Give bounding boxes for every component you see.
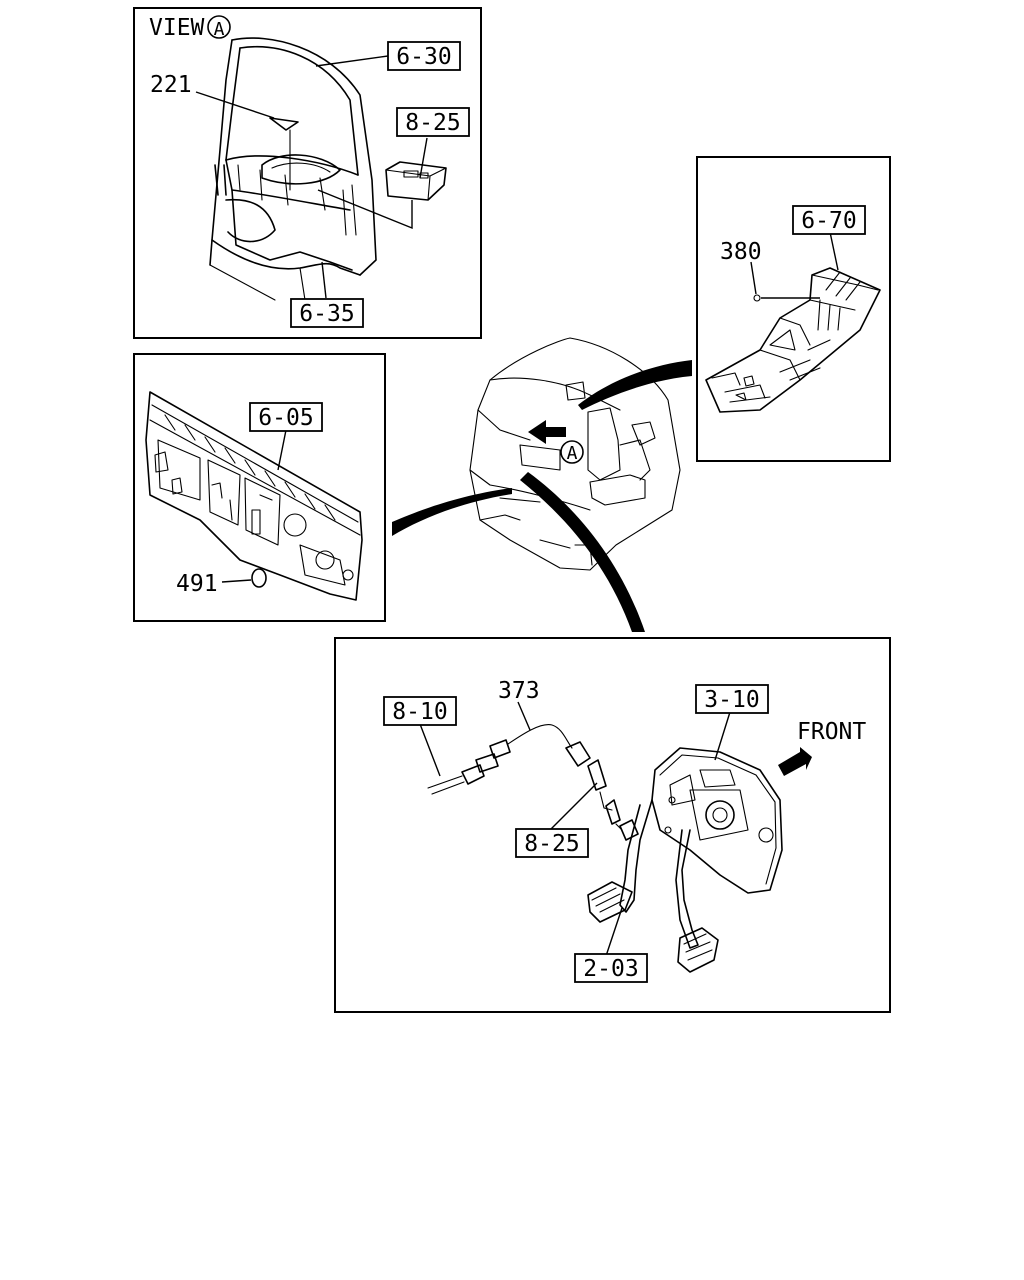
ref-6-35-label: 6-35: [299, 301, 354, 327]
panel-pedal-assembly: FRONT 373 8-10 3-10 8-25 2-03: [334, 637, 891, 1013]
part-491-grommet: [251, 568, 267, 588]
callout-swoosh-pedal: [520, 472, 645, 632]
ref-box-6-30: [387, 41, 461, 71]
panel-floor-cover: 380 6-70: [696, 156, 891, 462]
ref-box-2-03: [574, 953, 648, 983]
front-direction-arrow: [778, 747, 812, 776]
ref-2-03-label: 2-03: [583, 956, 638, 982]
cab-interior-drawing: [209, 37, 377, 301]
view-marker-circle: [207, 15, 231, 39]
ref-6-30-label: 6-30: [396, 44, 451, 70]
ref-box-6-05: [249, 402, 323, 432]
part-380-clip: [753, 294, 761, 302]
ref-box-8-10: [383, 696, 457, 726]
ref-8-25-top-label: 8-25: [405, 110, 460, 136]
view-label: VIEW: [149, 15, 205, 41]
ref-3-10-label: 3-10: [704, 687, 759, 713]
cab-marker: A: [567, 443, 578, 464]
cab-marker-circle: [560, 440, 584, 464]
part-491-label: 491: [176, 571, 218, 597]
callout-swoosh-floor: [578, 360, 692, 410]
harness-drawing: [427, 724, 639, 841]
pedal-bracket-drawing: [651, 747, 783, 894]
ref-box-8-25-top: [396, 107, 470, 137]
clutch-pedal-drawing: [587, 799, 653, 923]
ref-box-6-70: [792, 205, 866, 235]
floor-cover-drawing: [705, 267, 881, 413]
front-label: FRONT: [797, 719, 866, 745]
ref-6-70-label: 6-70: [801, 208, 856, 234]
ref-box-8-25-bottom: [515, 828, 589, 858]
brake-pedal-drawing: [675, 829, 719, 973]
view-marker: A: [214, 19, 225, 40]
ref-box-3-10: [695, 684, 769, 714]
view-direction-arrow: [528, 420, 566, 444]
panel-dash-panel: 491 6-05: [133, 353, 386, 622]
callout-swoosh-dash: [392, 488, 512, 536]
ref-6-05-label: 6-05: [258, 405, 313, 431]
ref-8-10-label: 8-10: [392, 699, 447, 725]
ref-box-6-35: [290, 298, 364, 328]
dash-panel-drawing: [145, 391, 363, 601]
cab-overview: A: [392, 337, 692, 632]
ref-8-25-bottom-label: 8-25: [524, 831, 579, 857]
part-380-label: 380: [720, 239, 762, 265]
window-switch-drawing: [385, 161, 447, 201]
panel-view-a: VIEW A: [133, 7, 482, 339]
part-221-label: 221: [150, 72, 192, 98]
part-373-label: 373: [498, 678, 540, 704]
